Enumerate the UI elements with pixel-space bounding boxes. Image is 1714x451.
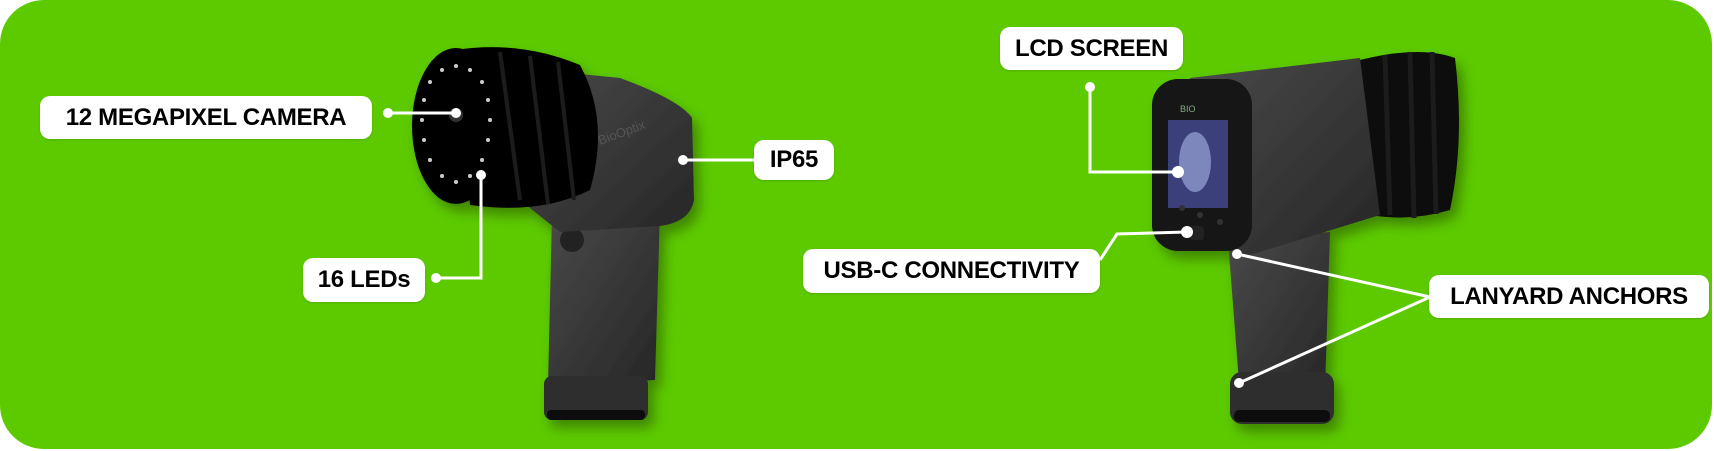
lanyard-leader-bottom xyxy=(1238,295,1431,385)
control-button xyxy=(1179,205,1185,211)
device-grip xyxy=(548,210,660,385)
callout-ip65: IP65 xyxy=(754,140,834,180)
svg-text:BIO: BIO xyxy=(1180,104,1196,114)
led-ring xyxy=(420,64,492,184)
lens-face xyxy=(412,48,500,204)
usb-c-port xyxy=(1190,226,1204,240)
control-button xyxy=(1217,219,1223,225)
lanyard-leader-top xyxy=(1236,252,1431,299)
device-rear-view: BIO xyxy=(1152,51,1459,424)
callout-leds: 16 LEDs xyxy=(303,258,425,302)
trigger-button xyxy=(560,228,584,252)
leader-dots xyxy=(383,82,1244,388)
callout-camera: 12 MEGAPIXEL CAMERA xyxy=(40,96,372,139)
device-front-view: BioOptix xyxy=(412,47,694,420)
lcd-leader xyxy=(1088,87,1178,174)
usb-leader xyxy=(1098,230,1188,261)
control-button xyxy=(1197,212,1203,218)
leader-lines xyxy=(388,87,1431,385)
leds-leader xyxy=(436,175,483,280)
grip-bottom-cap xyxy=(544,376,648,420)
callout-lcd-screen: LCD SCREEN xyxy=(1000,27,1183,70)
callout-lanyard-anchors: LANYARD ANCHORS xyxy=(1429,275,1709,318)
callout-usb-c: USB-C CONNECTIVITY xyxy=(803,249,1100,293)
